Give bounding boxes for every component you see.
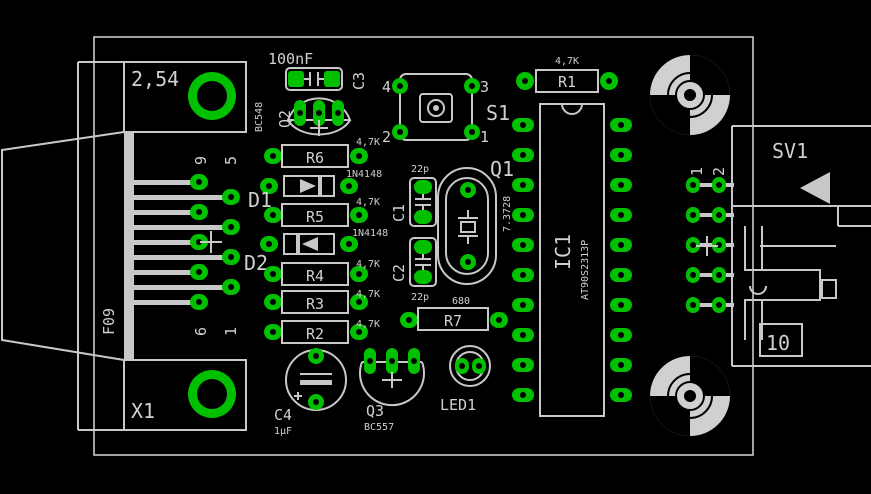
svg-text:4,7K: 4,7K bbox=[356, 137, 380, 148]
resistor-r6: R6 4,7K bbox=[264, 137, 380, 168]
svg-text:Q2: Q2 bbox=[276, 110, 294, 128]
diode-d1: 1N4148 D1 bbox=[248, 169, 382, 212]
svg-text:3: 3 bbox=[480, 78, 489, 96]
resistor-r3: R3 4,7K bbox=[264, 289, 380, 314]
mounting-hole-bottom bbox=[650, 356, 730, 436]
resistor-r1: 4,7K R1 bbox=[516, 56, 618, 93]
transistor-q2: BC548 Q2 bbox=[254, 97, 352, 136]
svg-text:4,7K: 4,7K bbox=[356, 289, 380, 300]
svg-text:C1: C1 bbox=[390, 204, 408, 222]
svg-text:R5: R5 bbox=[306, 208, 324, 226]
resistor-r7: R7 680 bbox=[400, 296, 508, 331]
svg-text:7.3728: 7.3728 bbox=[502, 196, 513, 232]
svg-text:10: 10 bbox=[766, 331, 790, 355]
svg-text:C4: C4 bbox=[274, 406, 292, 424]
svg-text:R6: R6 bbox=[306, 149, 324, 167]
capacitor-c2: 22p C2 bbox=[390, 237, 437, 303]
svg-text:SV1: SV1 bbox=[772, 139, 808, 163]
x1-type-label: F09 bbox=[100, 308, 118, 335]
svg-text:IC1: IC1 bbox=[551, 234, 575, 270]
svg-text:1: 1 bbox=[222, 327, 240, 336]
switch-s1: 4 3 2 1 S1 bbox=[382, 73, 510, 146]
svg-text:22p: 22p bbox=[411, 164, 429, 175]
svg-text:6: 6 bbox=[192, 327, 210, 336]
svg-text:1µF: 1µF bbox=[274, 426, 292, 437]
capacitor-c3: 100nF C3 bbox=[268, 50, 368, 91]
svg-text:100nF: 100nF bbox=[268, 50, 313, 68]
ic-ic1: IC1 AT90S2313P bbox=[512, 103, 632, 417]
led-led1: LED1 bbox=[440, 345, 491, 414]
svg-text:4,7K: 4,7K bbox=[356, 197, 380, 208]
svg-text:Q3: Q3 bbox=[366, 402, 384, 420]
capacitor-c4: C4 1µF bbox=[274, 348, 347, 437]
svg-text:R1: R1 bbox=[558, 73, 576, 91]
mounting-hole-top bbox=[650, 55, 730, 135]
resistor-r5: R5 4,7K bbox=[264, 197, 380, 227]
x1-label: X1 bbox=[131, 399, 155, 423]
resistor-r4: R4 4,7K bbox=[264, 259, 380, 286]
x1-pads bbox=[190, 174, 240, 310]
svg-text:D2: D2 bbox=[244, 251, 268, 275]
svg-text:BC548: BC548 bbox=[254, 102, 265, 132]
board-outline bbox=[93, 36, 754, 456]
connector-x1: 2,54 X1 F09 9 5 6 1 bbox=[1, 61, 247, 431]
transistor-q3: Q3 BC557 bbox=[359, 348, 425, 433]
svg-text:R2: R2 bbox=[306, 325, 324, 343]
svg-text:1: 1 bbox=[688, 167, 706, 176]
svg-text:S1: S1 bbox=[486, 101, 510, 125]
svg-text:680: 680 bbox=[452, 296, 470, 307]
svg-text:2: 2 bbox=[710, 167, 728, 176]
svg-text:4: 4 bbox=[382, 78, 391, 96]
svg-text:9: 9 bbox=[192, 156, 210, 165]
svg-text:5: 5 bbox=[222, 156, 240, 165]
grid-label: 2,54 bbox=[131, 67, 179, 91]
svg-text:LED1: LED1 bbox=[440, 396, 476, 414]
svg-text:4,7K: 4,7K bbox=[555, 56, 579, 67]
svg-text:2: 2 bbox=[382, 128, 391, 146]
svg-text:1N4148: 1N4148 bbox=[352, 228, 388, 239]
svg-text:1: 1 bbox=[480, 128, 489, 146]
svg-text:C2: C2 bbox=[390, 264, 408, 282]
svg-text:4,7K: 4,7K bbox=[356, 319, 380, 330]
svg-text:22p: 22p bbox=[411, 292, 429, 303]
svg-text:R4: R4 bbox=[306, 267, 324, 285]
svg-text:Q1: Q1 bbox=[490, 157, 514, 181]
diode-d2: 1N4148 D2 bbox=[244, 228, 388, 275]
resistor-r2: R2 4,7K bbox=[264, 319, 380, 344]
svg-text:1N4148: 1N4148 bbox=[346, 169, 382, 180]
capacitor-c1: 22p C1 bbox=[390, 164, 437, 227]
svg-text:BC557: BC557 bbox=[364, 422, 394, 433]
svg-text:D1: D1 bbox=[248, 188, 272, 212]
svg-text:C3: C3 bbox=[350, 72, 368, 90]
connector-sv1: 10 SV1 1 2 bbox=[686, 125, 871, 367]
svg-text:AT90S2313P: AT90S2313P bbox=[580, 240, 591, 300]
svg-text:R3: R3 bbox=[306, 295, 324, 313]
svg-text:R7: R7 bbox=[444, 312, 462, 330]
svg-text:4,7K: 4,7K bbox=[356, 259, 380, 270]
crystal-q1: Q1 7.3728 bbox=[437, 157, 514, 285]
